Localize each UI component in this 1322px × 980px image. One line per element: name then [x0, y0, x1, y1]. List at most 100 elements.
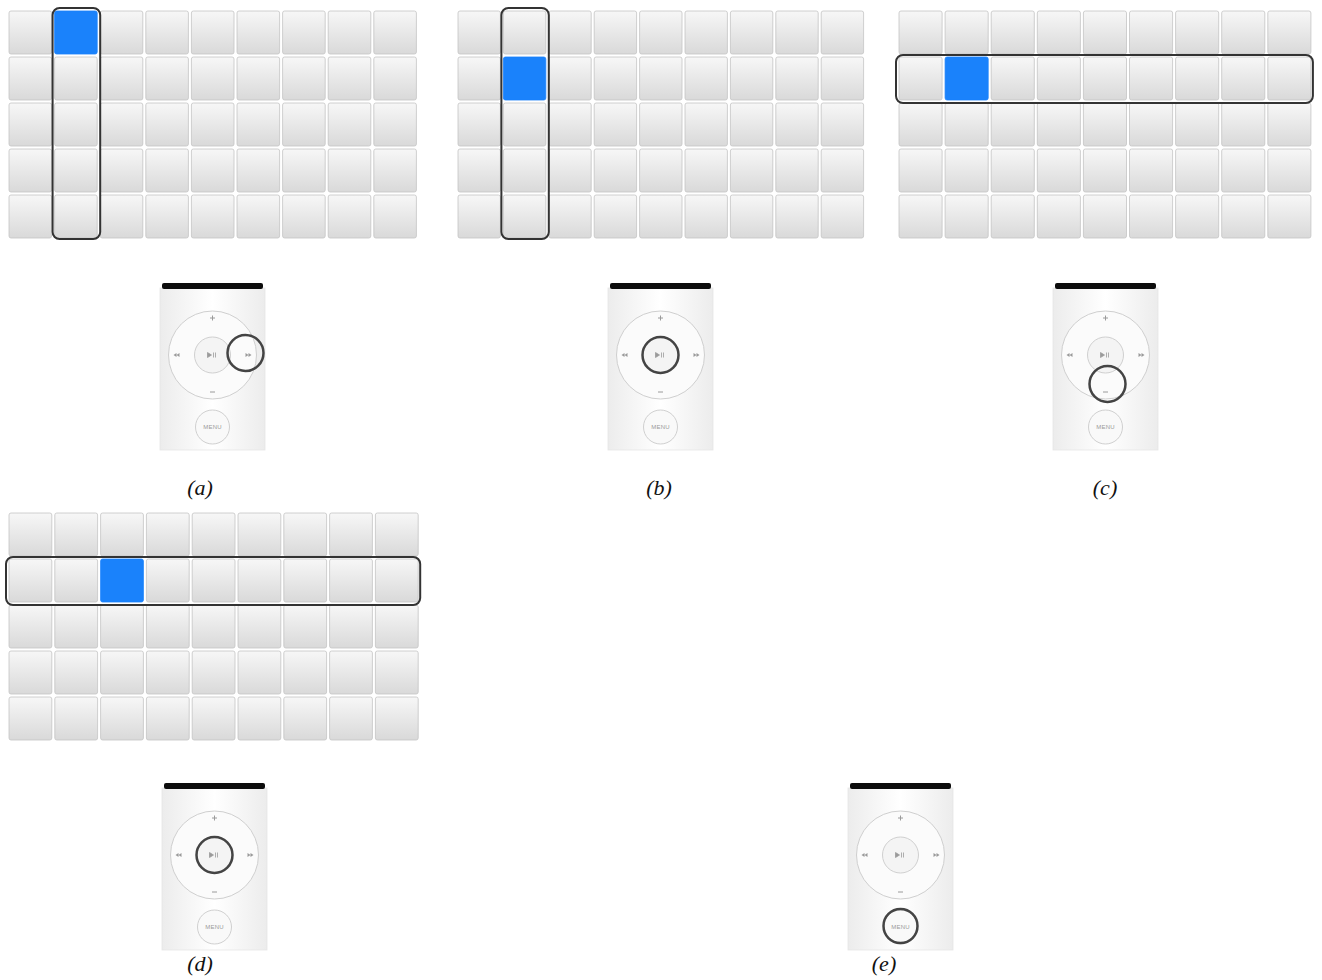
grid-cell	[730, 149, 772, 192]
grid-cell	[685, 11, 727, 54]
grid-cell	[237, 103, 280, 146]
grid-cell	[9, 559, 52, 602]
pressed-button-ring	[197, 837, 233, 873]
grid-cell	[503, 11, 545, 54]
grid-cell	[945, 195, 988, 238]
grid-cell	[899, 57, 942, 100]
grid-cell	[685, 149, 727, 192]
grid-cell	[55, 605, 98, 648]
grid-cell	[374, 11, 417, 54]
grid-cell	[284, 559, 327, 602]
grid-cell	[330, 605, 373, 648]
grid-cell	[821, 57, 863, 100]
grid-cell	[899, 11, 942, 54]
grid-cell	[640, 103, 682, 146]
pressed-button-ring	[228, 335, 264, 371]
grid-cell	[821, 11, 863, 54]
grid-cell	[776, 149, 818, 192]
grid-cell	[374, 57, 417, 100]
button-grid	[6, 513, 420, 740]
grid-cell	[55, 195, 98, 238]
grid-cell	[991, 195, 1034, 238]
grid-cell	[101, 697, 144, 740]
grid-cell	[899, 149, 942, 192]
grid-cell	[237, 57, 280, 100]
grid-cell	[237, 195, 280, 238]
grid-cell	[1083, 57, 1126, 100]
grid-cell	[1037, 195, 1080, 238]
grid-cell	[1176, 57, 1219, 100]
grid-cell	[1222, 195, 1265, 238]
grid-cell	[1130, 11, 1173, 54]
grid-cell	[1176, 195, 1219, 238]
grid-cell	[1083, 11, 1126, 54]
panel-label: (b)	[646, 475, 672, 501]
grid-cell	[821, 149, 863, 192]
grid-cell	[283, 195, 326, 238]
remote-control	[1053, 283, 1158, 450]
grid-cell	[503, 103, 545, 146]
grid-cell	[375, 559, 418, 602]
grid-cell	[55, 149, 98, 192]
grid-cell	[685, 103, 727, 146]
grid-cell	[1037, 103, 1080, 146]
grid-cell	[9, 149, 52, 192]
grid-cell	[1176, 149, 1219, 192]
grid-cell	[192, 605, 235, 648]
grid-cell	[100, 149, 143, 192]
button-text: MENU	[203, 424, 221, 430]
grid-cell	[146, 697, 189, 740]
pressed-button-ring	[884, 909, 918, 943]
grid-cell	[594, 103, 636, 146]
grid-cell	[640, 149, 682, 192]
grid-cell	[1083, 149, 1126, 192]
grid-cell	[549, 57, 591, 100]
grid-cell	[330, 513, 373, 556]
grid-cell	[100, 57, 143, 100]
grid-cell	[191, 57, 234, 100]
grid-cell	[1176, 103, 1219, 146]
grid-cell	[1222, 149, 1265, 192]
button-grid	[458, 8, 864, 239]
grid-cell	[237, 149, 280, 192]
grid-cell	[101, 559, 144, 602]
grid-cell	[284, 513, 327, 556]
grid-cell	[328, 11, 371, 54]
grid-cell	[237, 11, 280, 54]
grid-cell	[192, 697, 235, 740]
grid-cell	[191, 149, 234, 192]
grid-cell	[191, 103, 234, 146]
grid-cell	[1130, 103, 1173, 146]
grid-cell	[146, 149, 189, 192]
grid-cell	[1176, 11, 1219, 54]
grid-cell	[458, 11, 500, 54]
grid-cell	[503, 57, 545, 100]
grid-cell	[375, 513, 418, 556]
grid-cell	[991, 11, 1034, 54]
grid-cell	[945, 57, 988, 100]
button-text: MENU	[891, 924, 909, 930]
grid-cell	[9, 697, 52, 740]
grid-cell	[1268, 57, 1311, 100]
grid-cell	[1268, 103, 1311, 146]
grid-cell	[283, 11, 326, 54]
grid-cell	[640, 11, 682, 54]
button-text: MENU	[651, 424, 669, 430]
grid-cell	[9, 11, 52, 54]
grid-cell	[1268, 11, 1311, 54]
grid-cell	[594, 195, 636, 238]
grid-cell	[283, 149, 326, 192]
grid-cell	[945, 149, 988, 192]
grid-cell	[55, 103, 98, 146]
button-grid	[9, 8, 416, 239]
selection-outline	[896, 55, 1313, 103]
grid-cell	[375, 651, 418, 694]
grid-cell	[374, 149, 417, 192]
grid-cell	[328, 103, 371, 146]
button-grid	[896, 11, 1313, 238]
grid-cell	[146, 195, 189, 238]
grid-cell	[503, 149, 545, 192]
grid-cell	[146, 57, 189, 100]
grid-cell	[991, 57, 1034, 100]
grid-cell	[991, 149, 1034, 192]
